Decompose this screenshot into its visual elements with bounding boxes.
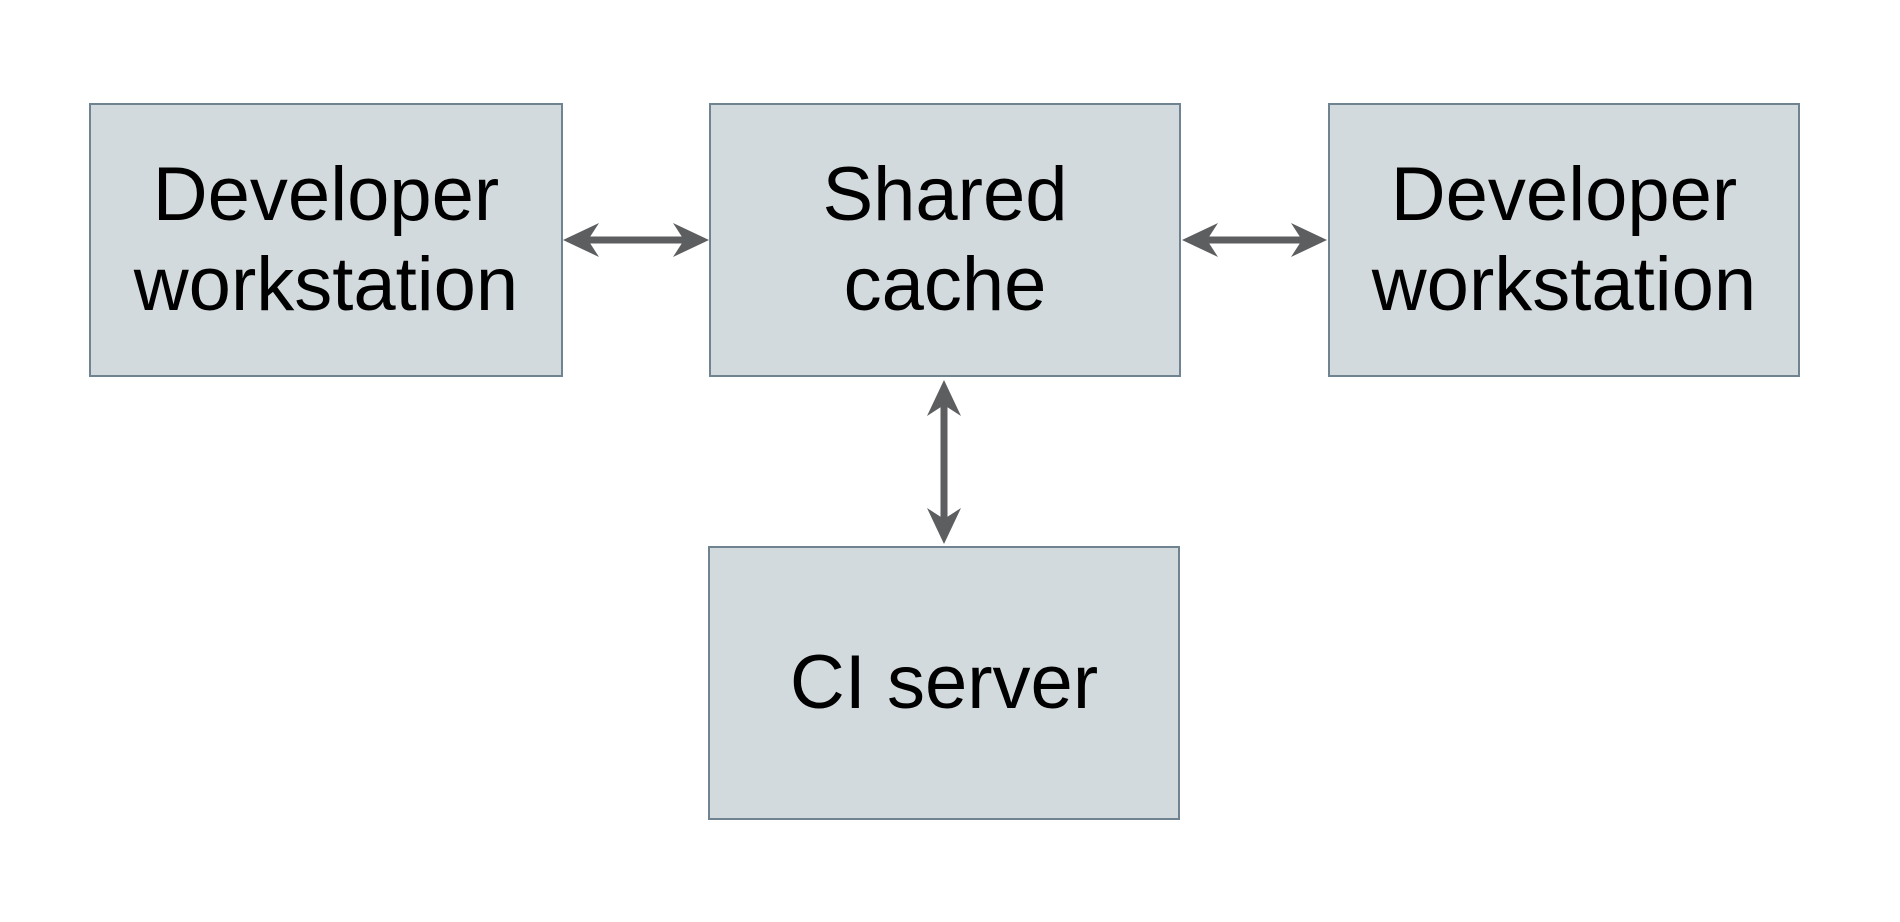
arrow-sharedcache-devright xyxy=(1182,223,1327,257)
arrowhead-right-icon xyxy=(673,223,709,257)
arrowhead-left-icon xyxy=(563,223,599,257)
arrowhead-right-icon xyxy=(1291,223,1327,257)
node-developer-workstation-left: Developer workstation xyxy=(89,103,563,377)
node-ci-server: CI server xyxy=(708,546,1180,820)
arrowhead-down-icon xyxy=(927,508,961,544)
arrowhead-left-icon xyxy=(1182,223,1218,257)
arrow-sharedcache-ciserver xyxy=(927,380,961,544)
node-label: CI server xyxy=(789,640,1099,726)
node-developer-workstation-right: Developer workstation xyxy=(1328,103,1800,377)
node-label: Shared cache xyxy=(822,152,1068,327)
node-label: Developer workstation xyxy=(1371,152,1757,327)
arrowhead-up-icon xyxy=(927,380,961,416)
node-label: Developer workstation xyxy=(133,152,519,327)
arrow-devleft-sharedcache xyxy=(563,223,709,257)
node-shared-cache: Shared cache xyxy=(709,103,1181,377)
